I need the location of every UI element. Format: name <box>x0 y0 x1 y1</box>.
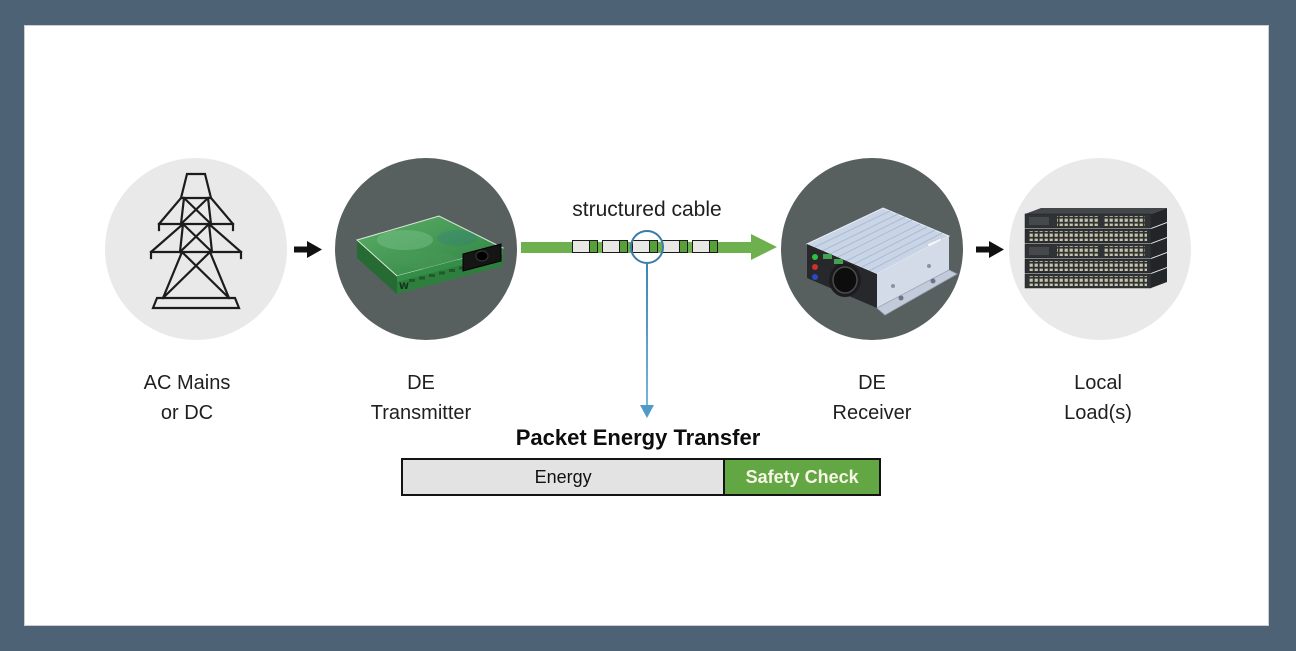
de-receiver-device <box>805 207 958 316</box>
packet-safety-part <box>679 241 687 252</box>
energy-packet <box>662 240 688 253</box>
structured-cable-arrowhead <box>751 234 777 260</box>
transmission-tower-icon <box>149 172 243 310</box>
label-de-receiver: DE Receiver <box>762 368 982 428</box>
stage-circle-ac-mains <box>105 158 287 340</box>
label-local-loads: Local Load(s) <box>988 368 1208 428</box>
pet-energy-segment: Energy <box>403 460 724 494</box>
label-line: Load(s) <box>1064 402 1132 424</box>
pet-title: Packet Energy Transfer <box>515 425 761 450</box>
flow-arrow-2 <box>976 241 1004 258</box>
packet-pointer-arrowhead <box>640 405 654 418</box>
label-line: AC Mains <box>143 372 231 394</box>
pet-bar: Energy Safety Check <box>401 458 881 496</box>
packet-energy-part <box>603 241 619 252</box>
diagram-canvas: W structured cable <box>24 25 1269 626</box>
pet-safety-segment: Safety Check <box>723 460 879 494</box>
stage-circle-local-loads <box>1009 158 1191 340</box>
structured-cable-label: structured cable <box>572 198 722 221</box>
packet-energy-part <box>693 241 709 252</box>
label-ac-mains: AC Mains or DC <box>77 368 297 428</box>
label-line: DE <box>407 372 435 394</box>
stage-circle-de-receiver <box>781 158 963 340</box>
network-switch-stack <box>1024 208 1167 289</box>
energy-packet <box>602 240 628 253</box>
label-de-transmitter: DE Transmitter <box>311 368 531 428</box>
packet-safety-part <box>619 241 627 252</box>
packet-energy-part <box>663 241 679 252</box>
label-line: DE <box>858 372 886 394</box>
flow-arrow-1 <box>294 241 322 258</box>
label-line: or DC <box>160 402 214 424</box>
svg-text:W: W <box>399 282 409 292</box>
packet-safety-part <box>589 241 597 252</box>
de-transmitter-device: W <box>355 215 505 294</box>
energy-packet <box>572 240 598 253</box>
packet-energy-part <box>573 241 589 252</box>
packet-pointer-line <box>646 264 648 406</box>
label-line: Local <box>1074 372 1122 394</box>
label-line: Transmitter <box>370 402 472 424</box>
packet-safety-part <box>709 241 717 252</box>
packet-highlight-circle <box>630 230 664 264</box>
energy-packet <box>692 240 718 253</box>
stage-circle-de-transmitter: W <box>335 158 517 340</box>
label-line: Receiver <box>832 402 912 424</box>
